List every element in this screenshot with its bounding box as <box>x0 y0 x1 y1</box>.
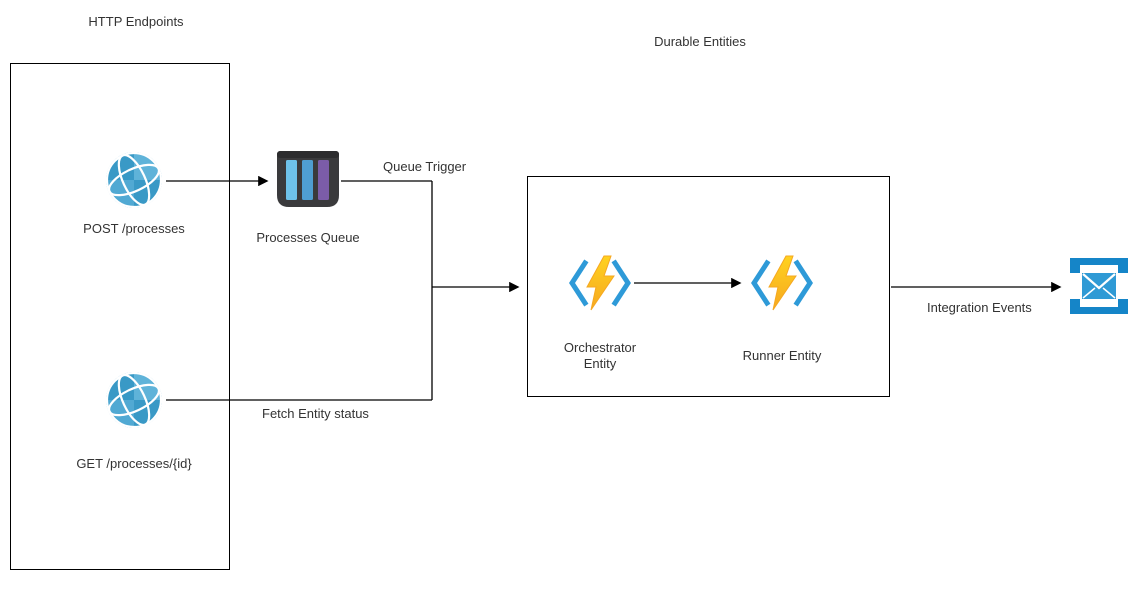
azure-function-icon <box>750 255 814 311</box>
durable-entities-group-box <box>527 176 890 397</box>
azure-function-icon <box>568 255 632 311</box>
event-message-icon <box>1070 258 1128 314</box>
globe-icon <box>104 370 164 430</box>
post-endpoint-label: POST /processes <box>83 221 185 236</box>
queue-icon <box>277 151 339 207</box>
queue-trigger-edge-label: Queue Trigger <box>383 159 467 174</box>
durable-entities-title: Durable Entities <box>654 34 746 49</box>
http-endpoints-group-box <box>10 63 230 570</box>
get-endpoint-label: GET /processes/{id} <box>76 456 192 471</box>
runner-entity-label: Runner Entity <box>742 348 822 363</box>
http-endpoints-title: HTTP Endpoints <box>88 14 184 29</box>
fetch-entity-status-edge-label: Fetch Entity status <box>262 406 369 421</box>
globe-icon <box>104 150 164 210</box>
orchestrator-entity-label: Orchestrator Entity <box>563 340 637 372</box>
processes-queue-label: Processes Queue <box>256 230 360 245</box>
integration-events-edge-label: Integration Events <box>927 300 1032 315</box>
